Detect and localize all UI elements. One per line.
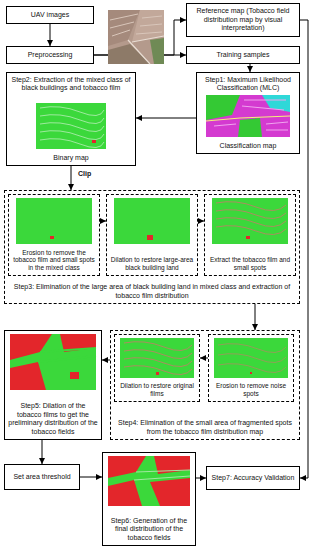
node-label: Dilation to restore original films	[118, 382, 196, 398]
restored-film-map	[120, 338, 194, 378]
tobacco-film-map-part	[216, 202, 286, 235]
aerial-photo-part	[150, 38, 164, 64]
binary-map	[36, 103, 106, 149]
node-label: Step4: Elimination of the small area of …	[114, 419, 296, 436]
flow-arrow	[250, 64, 251, 72]
tobacco-film-map	[212, 198, 288, 244]
step-group: Step3: Elimination of the large area of …	[4, 190, 300, 304]
node-label: Set area threshold	[8, 473, 76, 481]
preliminary-field-map-part	[38, 348, 96, 362]
preliminary-field-map	[10, 334, 96, 390]
step-box: Step2: Extraction of the mixed class of …	[6, 72, 136, 166]
node-label: Step2: Extraction of the mixed class of …	[10, 76, 132, 93]
classification-map	[206, 95, 290, 137]
classification-map-part	[214, 100, 288, 130]
noise-removed-map-part	[218, 344, 286, 373]
node-label: Extract the tobacco film and small spots	[208, 256, 292, 272]
flow-arrow	[136, 118, 196, 119]
dilation-map-part	[114, 198, 190, 244]
flow-arrow	[42, 440, 43, 464]
restored-film-map-part	[120, 338, 194, 378]
noise-removed-map-part	[250, 372, 252, 374]
node-label: Step3: Elimination of the large area of …	[8, 283, 296, 300]
aerial-photo-part	[108, 44, 150, 64]
binary-map-part	[40, 107, 104, 148]
preliminary-field-map-part	[70, 372, 79, 379]
classification-map-part	[206, 95, 290, 137]
preliminary-field-map-part	[10, 334, 96, 390]
node-label: Step7: Accuracy Validation	[210, 474, 296, 482]
node-label: Reference map (Tobacco field distributio…	[190, 7, 296, 32]
flow-arrow	[71, 166, 72, 190]
node-label: UAV images	[10, 11, 90, 19]
node-label: Step6: Generation of the final distribut…	[106, 517, 192, 542]
operation-box: Extract the tobacco film and small spots	[204, 194, 296, 276]
step-box: Step7: Accuracy Validation	[206, 466, 300, 490]
operation-box: Dilation to restore large-area black bui…	[106, 194, 198, 276]
restored-film-map-part	[156, 372, 159, 375]
tobacco-film-map-part	[212, 198, 288, 244]
operation-box: Dilation to restore original films	[114, 334, 200, 402]
dilation-map	[114, 198, 190, 244]
flow-arrow	[196, 478, 206, 479]
final-field-map-part	[108, 456, 146, 478]
node-label: Training samples	[190, 51, 296, 59]
flow-arrow	[102, 360, 110, 361]
operation-box: Erosion to remove the tobacco film and s…	[8, 194, 100, 276]
node-label: Erosion to remove the tobacco film and s…	[12, 249, 96, 272]
process-box: Set area threshold	[4, 464, 80, 490]
map-caption: Classification map	[200, 142, 296, 150]
node-label: Dilation to restore large-area black bui…	[110, 256, 194, 272]
aerial-photo	[108, 10, 164, 64]
final-field-map	[108, 456, 190, 506]
step-box: Step1: Maximum Likelihood Classification…	[196, 72, 300, 154]
final-field-map-part	[134, 470, 190, 480]
node-label: Step1: Maximum Likelihood Classification…	[200, 76, 296, 93]
noise-removed-map-part	[214, 338, 288, 378]
flow-arrow	[300, 20, 308, 478]
restored-film-map-part	[124, 342, 192, 375]
aerial-photo-part	[110, 14, 162, 36]
binary-map-part	[36, 103, 106, 149]
erosion-map-part	[16, 198, 92, 244]
input-box: UAV images	[6, 6, 94, 24]
classification-map-part	[206, 116, 290, 121]
flow-arrow	[255, 304, 256, 330]
node-label: Step5: Dilation of the tobacco films to …	[8, 402, 98, 436]
process-box: Preprocessing	[6, 46, 94, 64]
step-group: Step4: Elimination of the small area of …	[110, 330, 300, 440]
binary-map-part	[92, 140, 96, 143]
map-caption: Binary map	[10, 154, 132, 162]
edge-label: Clip	[77, 170, 92, 178]
final-field-map-part	[150, 478, 190, 506]
reference-box: Reference map (Tobacco field distributio…	[186, 3, 300, 37]
final-field-map-part	[108, 456, 190, 506]
final-field-map-part	[108, 480, 142, 506]
classification-map-part	[238, 118, 262, 137]
node-label: Erosion to remove noise spots	[212, 382, 290, 398]
noise-removed-map	[214, 338, 288, 378]
aerial-photo-part	[108, 10, 164, 64]
erosion-map	[16, 198, 92, 244]
preliminary-field-map-part	[10, 362, 46, 390]
node-label: Preprocessing	[10, 51, 90, 59]
operation-box: Erosion to remove noise spots	[208, 334, 294, 402]
process-box: Training samples	[186, 46, 300, 64]
flow-arrow	[50, 24, 51, 46]
flow-arrow	[80, 477, 102, 478]
tobacco-film-map-part	[246, 236, 250, 239]
erosion-map-part	[50, 236, 54, 239]
aerial-photo-part	[128, 36, 164, 64]
classification-map-part	[206, 95, 240, 120]
flow-arrow	[200, 358, 208, 359]
preliminary-field-map-part	[10, 334, 52, 360]
step-box: Step6: Generation of the final distribut…	[102, 452, 196, 546]
dilation-map-part	[147, 235, 153, 240]
step-box: Step5: Dilation of the tobacco films to …	[4, 330, 102, 440]
